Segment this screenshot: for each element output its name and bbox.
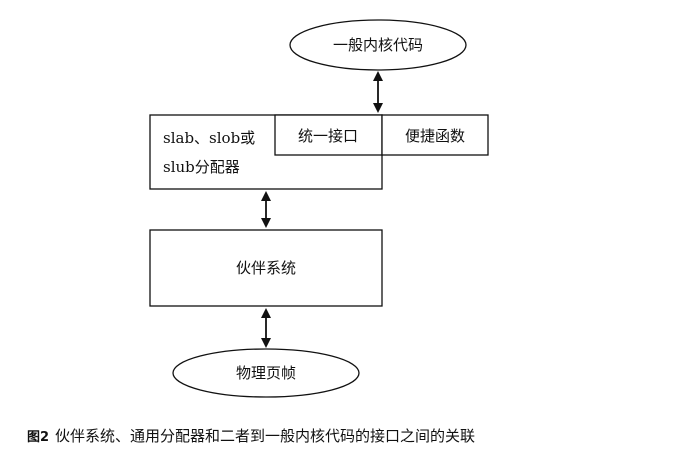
figure-caption: 图2 伙伴系统、通用分配器和二者到一般内核代码的接口之间的关联 <box>27 425 667 446</box>
kernel-code-ellipse <box>289 19 467 71</box>
physical-page-label: 物理页帧 <box>236 364 296 382</box>
buddy-system-box <box>149 229 383 307</box>
kernel-code-label: 一般内核代码 <box>333 36 423 54</box>
allocator-label-line2: slub分配器 <box>163 158 240 176</box>
unified-interface-label: 统一接口 <box>298 127 358 145</box>
convenience-funcs-box <box>381 114 489 156</box>
figure-number: 图2 <box>27 430 50 445</box>
caption-text: 伙伴系统、通用分配器和二者到一般内核代码的接口之间的关联 <box>55 427 476 445</box>
unified-interface-box <box>274 114 383 156</box>
physical-page-ellipse <box>172 348 360 398</box>
buddy-system-label: 伙伴系统 <box>236 259 296 277</box>
allocator-label-line1: slab、slob或 <box>163 129 255 147</box>
convenience-funcs-label: 便捷函数 <box>405 127 465 145</box>
diagram-canvas: 一般内核代码 slab、slob或 slub分配器 统一接口 便捷函数 伙伴系统… <box>149 19 489 398</box>
